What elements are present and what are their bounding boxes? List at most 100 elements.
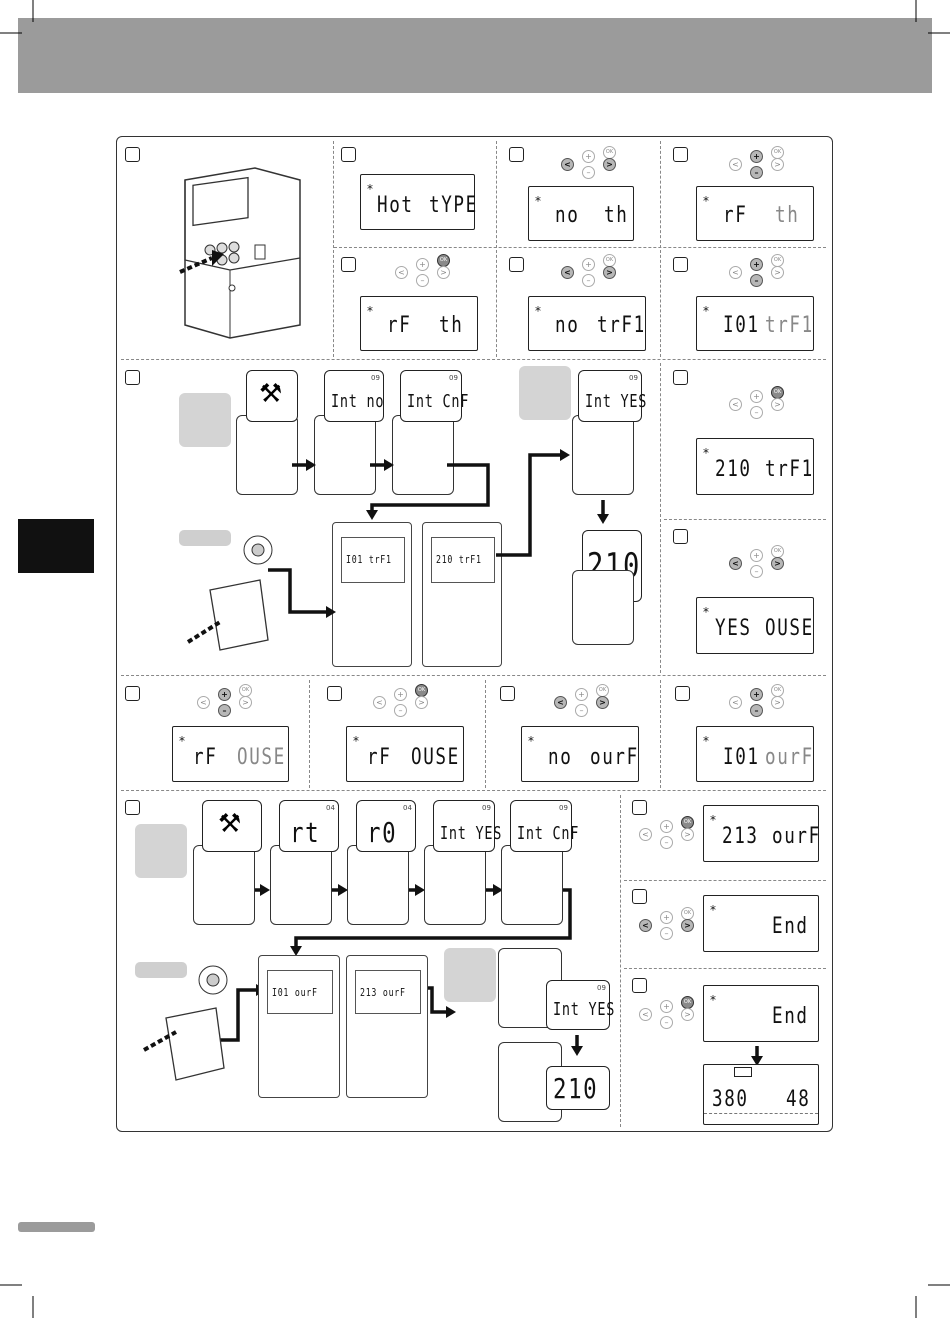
bubble-int-yes: Int YES 09 [433,800,501,852]
vsep-3 [660,141,661,357]
button-cluster: OK + < > – [392,254,452,292]
thermostat [501,845,563,925]
minus-button[interactable]: – [660,836,673,849]
plus-button[interactable]: + [660,820,673,833]
bubble-int-no: Int no 09 [324,370,384,422]
left-button[interactable]: < [729,266,742,279]
minus-button[interactable]: – [660,927,673,940]
controller-screen-text: I01 ourF [272,986,318,999]
ok-button[interactable]: OK [771,386,784,399]
button-cluster: OK + < > – [636,816,696,854]
minus-button[interactable]: – [750,274,763,287]
right-button[interactable]: > [681,1008,694,1021]
display-right: th [439,313,464,338]
left-button[interactable]: < [729,158,742,171]
plus-button[interactable]: + [750,258,763,271]
right-button[interactable]: > [771,266,784,279]
right-button[interactable]: > [771,696,784,709]
right-button[interactable]: > [415,696,428,709]
button-cluster: OK + < > – [558,146,618,184]
right-button[interactable]: > [771,158,784,171]
minus-button[interactable]: – [394,704,407,717]
display-end-confirm: * End [703,985,819,1042]
plus-button[interactable]: + [750,549,763,562]
left-button[interactable]: < [395,266,408,279]
plus-button[interactable]: + [660,1000,673,1013]
index-label: 09 [449,374,458,382]
vsep-5 [309,680,310,788]
controller-screen: I01 ourF [267,970,333,1014]
controller-screen: I01 trF1 [341,537,405,583]
plus-button[interactable]: + [582,150,595,163]
plus-button[interactable]: + [575,688,588,701]
right-button[interactable]: > [437,266,450,279]
left-button[interactable]: < [639,919,652,932]
minus-button[interactable]: – [416,274,429,287]
left-button[interactable]: < [729,696,742,709]
plus-button[interactable]: + [394,688,407,701]
display-left: Hot [377,193,414,218]
bubble-int-cnf: Int CnF 09 [510,800,578,852]
display-left: 213 [722,824,759,849]
display-rf-th: * rF th [696,186,814,241]
controller-screen: 213 ourF [355,970,421,1014]
plus-button[interactable]: + [660,911,673,924]
display-left: rF [367,745,392,770]
button-cluster: OK + < > – [726,684,786,722]
minus-button[interactable]: – [582,274,595,287]
instruction-frame [116,136,833,1132]
display-left: rF [723,203,748,228]
step-marker [509,257,524,272]
display-right: th [775,203,800,228]
display-right: trF1 [765,457,814,482]
vsep-7 [660,680,661,788]
bubble-text: Int YES [440,823,503,844]
right-button[interactable]: > [596,696,609,709]
minus-button[interactable]: – [750,704,763,717]
plus-button[interactable]: + [582,258,595,271]
display-no-trf1: * no trF1 [528,296,646,351]
display-right: ourF [772,824,821,849]
minus-button[interactable]: – [218,704,231,717]
bubble-text: r0 [367,816,398,849]
col-separator-r4a [624,880,826,881]
left-button[interactable]: < [639,828,652,841]
minus-button[interactable]: – [750,406,763,419]
minus-button[interactable]: – [750,166,763,179]
right-button[interactable]: > [771,398,784,411]
left-button[interactable]: < [197,696,210,709]
left-button[interactable]: < [561,266,574,279]
minus-button[interactable]: – [582,166,595,179]
display-right: End [772,914,809,939]
button-cluster: OK + < > – [726,146,786,184]
index-label: 04 [403,804,412,812]
minus-button[interactable]: – [660,1016,673,1029]
plus-button[interactable]: + [750,150,763,163]
ok-button[interactable]: OK [771,545,784,558]
left-button[interactable]: < [729,557,742,570]
left-button[interactable]: < [729,398,742,411]
bubble-temperature: 210 [546,1066,610,1110]
right-button[interactable]: > [239,696,252,709]
bubble-text: Int YES [585,391,648,412]
right-button[interactable]: > [681,828,694,841]
left-button[interactable]: < [561,158,574,171]
plus-button[interactable]: + [416,258,429,271]
button-cluster: OK + < > – [194,684,254,722]
right-button[interactable]: > [771,557,784,570]
minus-button[interactable]: – [575,704,588,717]
highlight-pill [179,530,231,546]
minus-button[interactable]: – [750,565,763,578]
right-button[interactable]: > [603,158,616,171]
right-button[interactable]: > [681,919,694,932]
step-marker [125,370,140,385]
left-button[interactable]: < [639,1008,652,1021]
right-button[interactable]: > [603,266,616,279]
left-button[interactable]: < [554,696,567,709]
plus-button[interactable]: + [218,688,231,701]
display-end: * End [703,895,819,952]
plus-button[interactable]: + [750,390,763,403]
left-button[interactable]: < [373,696,386,709]
thermostat [236,415,298,495]
plus-button[interactable]: + [750,688,763,701]
